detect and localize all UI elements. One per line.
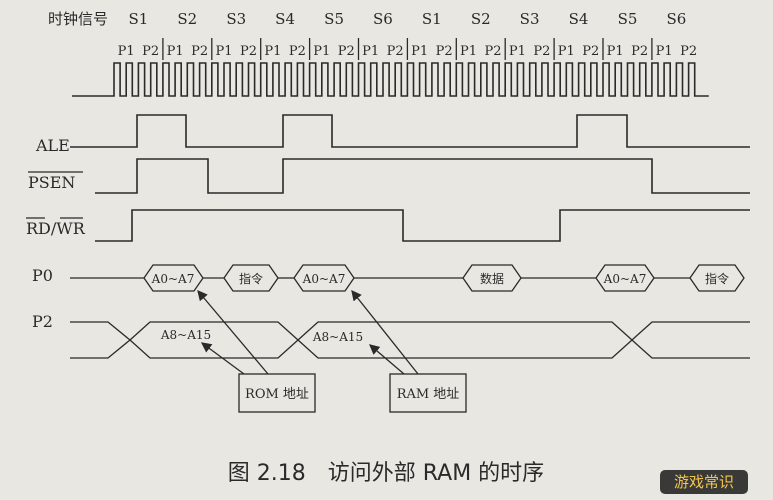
p0-a0a7-label-3: A0~A7	[603, 272, 647, 286]
p2-a8a15-label-1: A8~A15	[160, 328, 211, 342]
watermark-badge	[660, 470, 748, 494]
p0-instr-label-1: 指令	[239, 271, 263, 286]
state-label: S2	[471, 10, 491, 28]
phase-label: P1	[411, 44, 428, 59]
phase-label: P1	[118, 44, 135, 59]
psen-waveform	[95, 158, 750, 194]
rom-arrow-p0	[197, 290, 269, 375]
phase-label: P2	[387, 44, 404, 59]
state-label: S4	[275, 10, 295, 28]
psen-label: PSEN	[28, 173, 75, 192]
phase-label: P2	[631, 44, 648, 59]
ale-label: ALE	[35, 136, 70, 155]
state-label: S6	[373, 10, 393, 28]
phase-label: P2	[484, 44, 501, 59]
state-labels: S1 S2 S3 S4 S5 S6 S1 S2 S3 S4 S5 S6	[128, 10, 686, 60]
p2-bus: A8~A15 A8~A15	[70, 321, 750, 359]
phase-label: P2	[582, 44, 599, 59]
state-label: S1	[422, 10, 442, 28]
state-label: S3	[226, 10, 246, 28]
p0-a0a7-label-1: A0~A7	[151, 272, 195, 286]
ram-address-box	[389, 373, 467, 413]
state-label: S6	[666, 10, 686, 28]
phase-labels: P1 P2 P1 P2 P1 P2 P1 P2 P1 P2 P1 P2 P1 P2 P1 P2 P1 P2 P1 P2…	[118, 44, 697, 59]
p0-bus: A0~A7 指令 A0~A7 数据 A0~A7 指令	[70, 264, 745, 292]
phase-label: P1	[167, 44, 184, 59]
rdwr-label: RD/WR	[26, 219, 86, 238]
phase-label: P2	[289, 44, 306, 59]
phase-label: P1	[558, 44, 575, 59]
phase-label: P1	[215, 44, 232, 59]
state-label: S4	[569, 10, 589, 28]
phase-label: P2	[191, 44, 208, 59]
phase-label: P1	[656, 44, 673, 59]
rom-address-box	[238, 373, 316, 413]
phase-label: P2	[436, 44, 453, 59]
phase-label: P1	[264, 44, 281, 59]
watermark-text: 游戏常识	[674, 473, 734, 491]
state-label: S5	[618, 10, 638, 28]
phase-label: P2	[338, 44, 355, 59]
phase-label: P1	[509, 44, 526, 59]
rom-address-label: ROM 地址	[245, 387, 309, 402]
clock-label: 时钟信号	[48, 10, 108, 28]
phase-label: P2	[240, 44, 257, 59]
ale-waveform	[70, 114, 750, 148]
phase-label: P2	[680, 44, 697, 59]
phase-label: P1	[362, 44, 379, 59]
phase-label: P1	[607, 44, 624, 59]
figure-caption: 图 2.18 访问外部 RAM 的时序	[228, 461, 544, 486]
phase-label: P2	[142, 44, 159, 59]
p0-a0a7-label-2: A0~A7	[302, 272, 346, 286]
state-label: S2	[177, 10, 197, 28]
clock-waveform	[72, 62, 709, 97]
state-label: S3	[520, 10, 540, 28]
p2-label: P2	[32, 312, 53, 331]
ram-arrow-p0	[351, 289, 419, 375]
ram-address-label: RAM 地址	[397, 387, 460, 402]
state-label: S1	[128, 10, 148, 28]
state-label: S5	[324, 10, 344, 28]
phase-label: P1	[313, 44, 330, 59]
p0-label: P0	[32, 266, 53, 285]
p0-instr-segment-2	[689, 264, 745, 292]
rom-arrow-p2	[200, 342, 245, 375]
phase-label: P2	[533, 44, 550, 59]
phase-label: P1	[460, 44, 477, 59]
rdwr-waveform	[95, 209, 750, 242]
ram-arrow-p2	[369, 344, 405, 375]
p0-data-label: 数据	[480, 271, 504, 286]
p0-instr-label-2: 指令	[705, 271, 729, 286]
p2-a8a15-label-2: A8~A15	[312, 330, 363, 344]
